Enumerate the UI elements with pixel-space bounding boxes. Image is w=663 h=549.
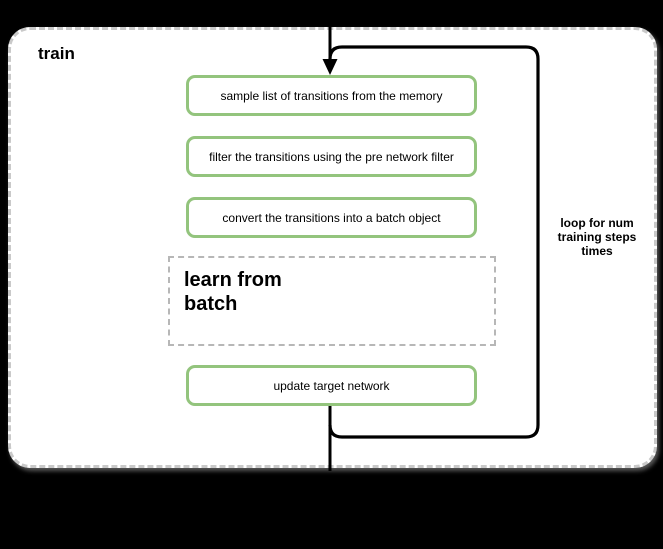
loop-count-annotation: loop for num training steps times: [557, 216, 637, 258]
step-update-target-network-label: update target network: [273, 378, 390, 393]
step-filter-transitions-label: filter the transitions using the pre net…: [209, 149, 454, 164]
step-sample-transitions-label: sample list of transitions from the memo…: [220, 88, 443, 103]
train-container-label: train: [38, 44, 75, 63]
step-update-target-network: update target network: [186, 365, 477, 406]
step-sample-transitions: sample list of transitions from the memo…: [186, 75, 477, 116]
step-convert-to-batch-label: convert the transitions into a batch obj…: [222, 210, 441, 225]
step-convert-to-batch: convert the transitions into a batch obj…: [186, 197, 477, 238]
subprocess-learn-from-batch: learn from batch: [168, 256, 496, 346]
step-filter-transitions: filter the transitions using the pre net…: [186, 136, 477, 177]
